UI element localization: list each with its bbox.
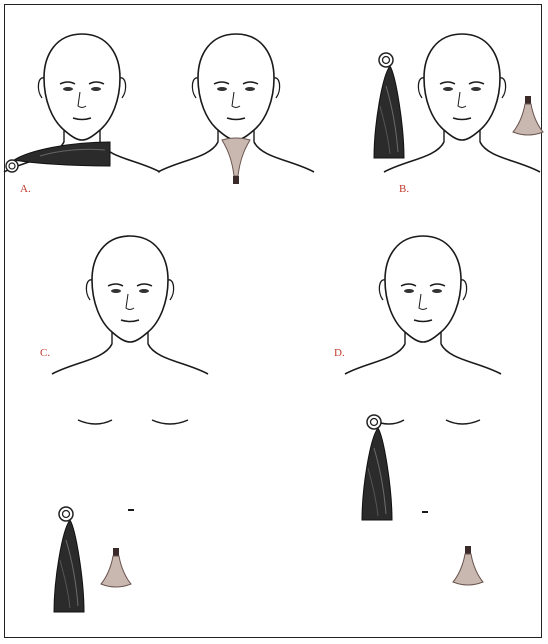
cone-pendant-c xyxy=(101,548,131,587)
wedge-pendant-d xyxy=(362,415,392,520)
chest-line-left xyxy=(78,420,112,424)
panel-label-d: D. xyxy=(334,347,345,359)
cone-pendant-d xyxy=(453,546,483,585)
wedge-pendant-horizontal xyxy=(6,142,110,172)
cone-pendant-inverted xyxy=(222,138,250,184)
panel-label-b: B. xyxy=(399,183,409,195)
wedge-pendant-b xyxy=(374,53,404,158)
panel-a: A. xyxy=(4,34,314,195)
cone-pendant-b xyxy=(513,96,543,135)
panel-c: C. xyxy=(40,236,208,612)
panel-label-c: C. xyxy=(40,347,50,359)
figure-c xyxy=(52,236,208,374)
figure-b xyxy=(384,34,540,172)
panel-b: B. xyxy=(374,34,543,195)
panel-label-a: A. xyxy=(20,183,31,195)
chest-line-right xyxy=(446,420,480,424)
figure-d xyxy=(345,236,501,374)
wedge-pendant-c xyxy=(54,507,84,612)
panel-d: D. xyxy=(334,236,501,585)
chest-line-right xyxy=(152,420,188,424)
